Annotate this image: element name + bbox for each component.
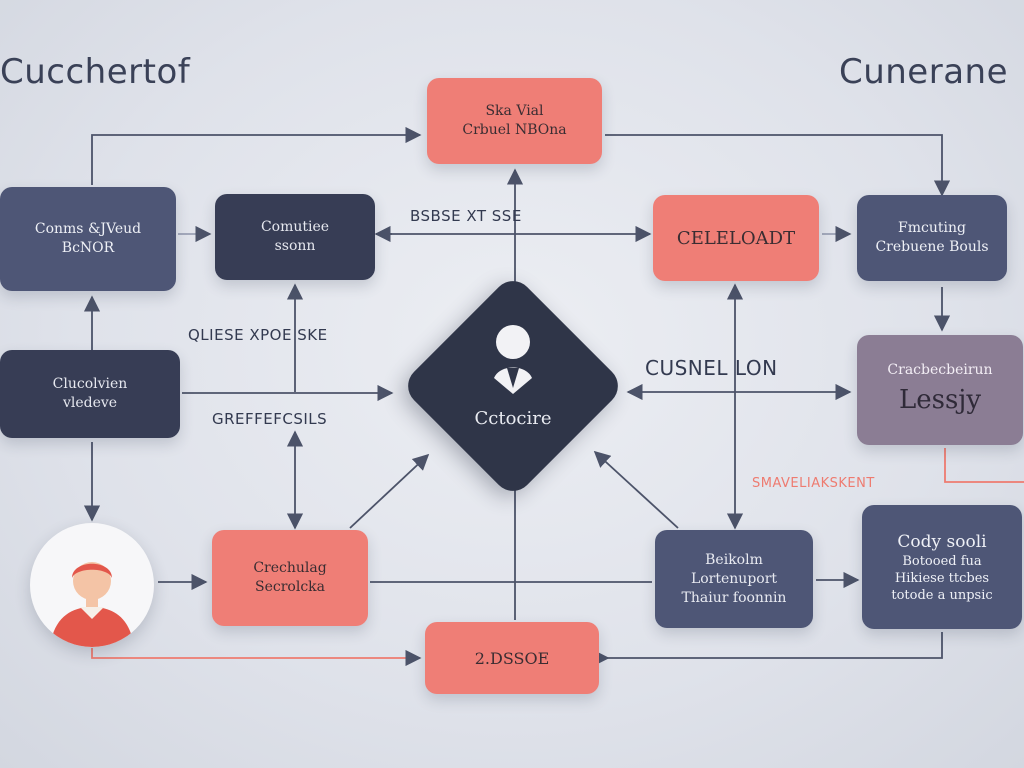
node-top-center[interactable]: Ska Vial Crbuel NBOna xyxy=(427,78,602,164)
edge-bottom-to-rightbottom xyxy=(602,632,943,659)
node-right-top[interactable]: Fmcuting Crebuene Bouls xyxy=(857,195,1007,281)
edge-rightmid-red xyxy=(944,448,1024,483)
edge-beikolm-to-center xyxy=(593,450,679,529)
edge-label-left-middle-lower: GREFFEFCSILS xyxy=(212,410,328,428)
node-left-middle-line2: vledeve xyxy=(62,395,118,411)
node-bottom-center[interactable]: 2.DSSOE xyxy=(425,622,599,694)
edge-label-center-right: CUSNEL LON xyxy=(645,356,778,380)
node-right-middle-line1: Cracbecbeirun xyxy=(887,361,993,378)
node-beikolm-line1: Beikolm xyxy=(705,551,763,568)
edge-avatar-to-bottom xyxy=(91,648,422,667)
node-right-bottom[interactable]: Cody sooli Botooed fua Hikiese ttcbes to… xyxy=(862,505,1022,629)
person-icon xyxy=(494,325,532,394)
node-comutiee[interactable]: Comutiee ssonn xyxy=(215,194,375,280)
node-left-top[interactable]: Conms &JVeud BcNOR xyxy=(0,187,176,291)
edge-crechulag-to-center xyxy=(349,453,430,529)
node-top-center-line1: Ska Vial xyxy=(485,103,544,119)
node-crechulag-line2: Secrolcka xyxy=(255,579,325,595)
node-beikolm[interactable]: Beikolm Lortenuport Thaiur foonnin xyxy=(655,530,813,628)
edge-top-to-right xyxy=(605,134,951,197)
user-avatar-icon[interactable] xyxy=(30,523,154,647)
node-bottom-center-line1: 2.DSSOE xyxy=(474,648,550,668)
edge-left-to-top xyxy=(91,126,422,185)
node-celeloadt-line1: CELELOADT xyxy=(676,227,796,249)
node-right-middle-line2: Lessjy xyxy=(898,384,982,415)
node-left-middle-line1: Clucolvien xyxy=(52,376,128,392)
node-top-center-line2: Crbuel NBOna xyxy=(462,122,567,138)
node-celeloadt[interactable]: CELELOADT xyxy=(653,195,819,281)
node-right-bottom-line1: Cody sooli xyxy=(897,531,987,552)
node-comutiee-line2: ssonn xyxy=(274,238,316,254)
right-title: Cunerane xyxy=(838,52,1008,92)
edge-label-left-middle-upper: QLIESE XPOE SKE xyxy=(188,326,328,344)
center-node-label: Cctocire xyxy=(474,408,552,429)
node-left-middle[interactable]: Clucolvien vledeve xyxy=(0,350,180,438)
node-right-top-line2: Crebuene Bouls xyxy=(875,239,989,255)
edge-label-right-red: SMAVELIAKSKENT xyxy=(752,476,875,491)
node-comutiee-line1: Comutiee xyxy=(260,219,330,235)
node-left-top-line2: BcNOR xyxy=(61,240,115,256)
node-beikolm-line3: Thaiur foonnin xyxy=(681,589,787,606)
node-crechulag-line1: Crechulag xyxy=(253,560,327,576)
node-right-top-line1: Fmcuting xyxy=(898,220,966,236)
node-right-middle[interactable]: Cracbecbeirun Lessjy xyxy=(857,335,1023,445)
node-right-bottom-line2: Botooed fua xyxy=(902,553,982,569)
node-right-bottom-line4: totode a unpsic xyxy=(891,587,993,603)
node-right-bottom-line3: Hikiese ttcbes xyxy=(894,570,990,586)
edge-label-top-right: BSBSE XT SSE xyxy=(410,207,522,225)
node-beikolm-line2: Lortenuport xyxy=(690,570,778,587)
node-left-top-line1: Conms &JVeud xyxy=(34,221,142,237)
left-title: Cucchertof xyxy=(0,52,191,92)
node-crechulag[interactable]: Crechulag Secrolcka xyxy=(212,530,368,626)
